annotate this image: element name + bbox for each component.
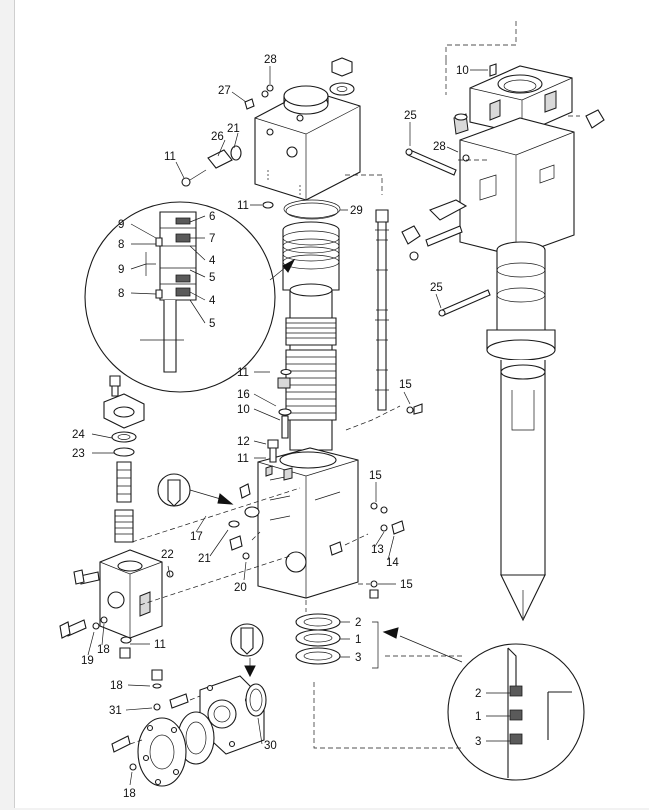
leader-lines xyxy=(87,66,488,786)
callout-21: 21 xyxy=(227,123,240,135)
callout-3: 3 xyxy=(355,652,361,664)
callout-15: 15 xyxy=(399,379,412,391)
detail-bubble-30 xyxy=(230,623,264,678)
callout-labels: 28 27 21 26 11 11 29 10 25 28 25 9 8 9 8… xyxy=(72,54,481,800)
callout-20: 20 xyxy=(234,582,247,594)
detail-circle-seals xyxy=(382,627,585,781)
accumulator-assembly xyxy=(111,669,267,787)
callout-22: 22 xyxy=(161,549,174,561)
through-bolt xyxy=(375,209,389,411)
front-head-assembly xyxy=(401,18,605,622)
callout-18-b: 18 xyxy=(110,680,123,692)
callout-16: 16 xyxy=(237,389,250,401)
callout-28-b: 28 xyxy=(433,141,446,153)
cylinder xyxy=(282,221,340,451)
control-valve-stack xyxy=(59,375,301,659)
callout-4: 4 xyxy=(209,255,216,267)
body-fittings xyxy=(228,483,261,560)
callout-11-b: 11 xyxy=(237,200,249,212)
callout-12: 12 xyxy=(237,436,250,448)
callout-6: 6 xyxy=(209,211,215,223)
callout-9: 9 xyxy=(118,219,124,231)
callout-27: 27 xyxy=(218,85,231,97)
callout-15-c: 15 xyxy=(400,579,413,591)
seal-set xyxy=(295,600,379,669)
callout-5: 5 xyxy=(209,272,215,284)
callout-15-b: 15 xyxy=(369,470,382,482)
callout-7: 7 xyxy=(209,233,215,245)
callout-25: 25 xyxy=(404,110,417,122)
callout-21-b: 21 xyxy=(198,553,211,565)
callout-11-c: 11 xyxy=(237,367,249,379)
callout-3-detail: 3 xyxy=(475,736,481,748)
callout-11: 11 xyxy=(164,151,176,163)
callout-1: 1 xyxy=(355,634,361,646)
callout-10: 10 xyxy=(456,65,469,77)
callout-8-b: 8 xyxy=(118,288,124,300)
callout-5-b: 5 xyxy=(209,318,215,330)
callout-18: 18 xyxy=(97,644,110,656)
callout-31: 31 xyxy=(109,705,122,717)
callout-9-b: 9 xyxy=(118,264,124,276)
callout-11-e: 11 xyxy=(154,639,166,651)
callout-13: 13 xyxy=(371,544,384,556)
callout-14: 14 xyxy=(386,557,399,569)
connector-line xyxy=(313,682,462,749)
callout-1-detail: 1 xyxy=(475,711,481,723)
callout-4-b: 4 xyxy=(209,295,216,307)
callout-23: 23 xyxy=(72,448,85,460)
detail-circle xyxy=(84,201,296,393)
callout-19: 19 xyxy=(81,655,94,667)
callout-8: 8 xyxy=(118,239,124,251)
callout-26: 26 xyxy=(211,131,224,143)
callout-24: 24 xyxy=(72,429,85,441)
side-fittings xyxy=(329,502,405,599)
callout-2: 2 xyxy=(355,617,361,629)
detail-bubble-17 xyxy=(157,473,234,507)
callout-28: 28 xyxy=(264,54,277,66)
callout-2-detail: 2 xyxy=(475,688,481,700)
callout-11-d: 11 xyxy=(237,453,249,465)
callout-18-c: 18 xyxy=(123,788,136,800)
callout-17: 17 xyxy=(190,531,203,543)
callout-25-b: 25 xyxy=(430,282,443,294)
callout-10-b: 10 xyxy=(237,404,250,416)
callout-29: 29 xyxy=(350,205,363,217)
cylinder-body xyxy=(257,368,423,599)
callout-30: 30 xyxy=(264,740,277,752)
cylinder-head-assembly xyxy=(181,57,383,220)
